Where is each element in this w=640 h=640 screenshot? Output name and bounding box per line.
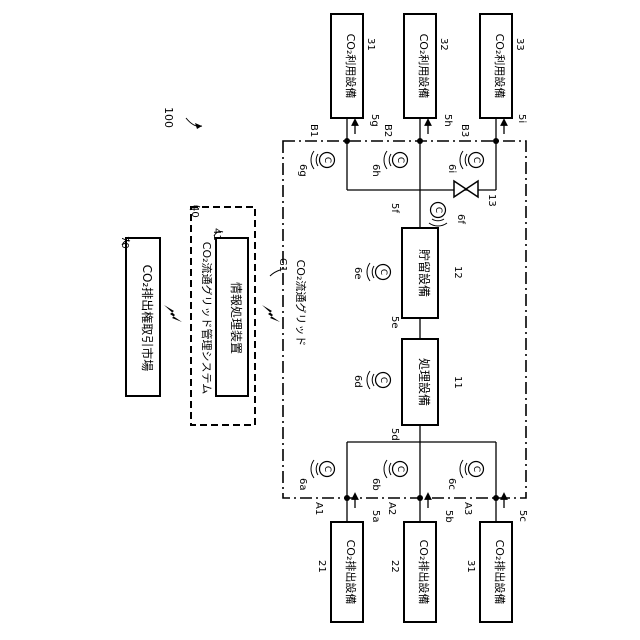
valve-ref: 13 — [486, 194, 497, 207]
sensor-6a: C 6a — [297, 460, 335, 491]
emitter-point: A1 — [313, 502, 324, 515]
user-pipe: 5i — [516, 114, 527, 123]
user-point: B3 — [459, 124, 470, 137]
user-ref: 32 — [438, 38, 449, 51]
processing-ref: 11 — [452, 376, 463, 389]
pipe-5d-label: 5d — [389, 428, 400, 441]
sensor-ref: 6i — [446, 164, 457, 173]
management-system-label: CO₂流通グリッド管理システム — [200, 242, 214, 394]
sensor-ref: 6a — [297, 478, 308, 491]
storage-label: 貯留設備 — [417, 249, 432, 297]
sensor-ref: 6d — [352, 375, 363, 388]
sensor-ref: 6g — [297, 164, 308, 177]
user-ref: 33 — [514, 38, 525, 51]
storage-ref: 12 — [452, 266, 463, 279]
sensor-6e: C 6e — [352, 263, 391, 281]
user-point: B1 — [308, 124, 319, 137]
sensor-symbol: C — [471, 157, 481, 163]
emitter-label: CO₂排出設備 — [417, 540, 431, 605]
user-pipe: 5h — [442, 114, 453, 127]
management-system-ref: 40 — [189, 205, 200, 218]
sensor-ref: 6h — [370, 164, 381, 177]
emitter-ref: 22 — [389, 560, 400, 573]
grid-label: CO₂流通グリッド — [294, 260, 308, 347]
sensor-6b: C 6b — [370, 460, 408, 491]
figure-number-arrowhead — [195, 123, 202, 129]
market-label: CO₂排出権取引市場 — [140, 265, 155, 372]
emitter-point: A3 — [462, 502, 473, 515]
user-32: CO₂利用設備 32 B2 5h — [382, 14, 453, 144]
sensor-symbol: C — [395, 157, 405, 163]
sensor-ref: 6b — [370, 478, 381, 491]
sensor-6d: C 6d — [352, 371, 391, 389]
sensor-6g: C 6g — [297, 151, 335, 177]
user-31: CO₂利用設備 31 B1 5g — [308, 14, 380, 144]
market-link-bolt — [164, 305, 182, 322]
market-ref: 70 — [119, 236, 130, 249]
sensor-symbol: C — [378, 377, 388, 383]
sensor-symbol: C — [471, 466, 481, 472]
sensor-symbol: C — [378, 269, 388, 275]
sensor-symbol: C — [395, 466, 405, 472]
user-point: B2 — [382, 124, 393, 137]
sensor-ref: 6e — [352, 267, 363, 280]
sensor-6i: C 6i — [446, 151, 484, 173]
sensor-symbol: C — [322, 157, 332, 163]
sensor-symbol: C — [322, 466, 332, 472]
user-label: CO₂利用設備 — [417, 34, 431, 99]
processing-label: 処理設備 — [417, 358, 432, 406]
emitter-label: CO₂排出設備 — [344, 540, 358, 605]
figure-number: 100 — [162, 107, 175, 128]
user-pipe: 5g — [369, 114, 380, 127]
sensor-ref: 6f — [455, 214, 466, 224]
sensor-6h: C 6h — [370, 151, 408, 177]
emitter-point: A2 — [386, 502, 397, 515]
user-33: CO₂利用設備 33 B3 5i — [459, 14, 527, 144]
emitter-pipe: 5c — [517, 510, 528, 522]
info-device-ref: 41 — [211, 228, 222, 241]
grid-link-bolt — [262, 305, 280, 322]
sensor-symbol: C — [433, 207, 443, 213]
user-label: CO₂利用設備 — [493, 34, 507, 99]
info-device-label: 情報処理装置 — [229, 282, 243, 354]
valve-icon — [454, 181, 478, 197]
sensor-6f: C 6f — [429, 203, 466, 227]
user-label: CO₂利用設備 — [344, 34, 358, 99]
sensor-ref: 6c — [446, 478, 457, 490]
emitter-label: CO₂排出設備 — [493, 540, 507, 605]
emitter-31: CO₂排出設備 31 A3 5c — [462, 495, 528, 622]
grid-ref: G1 — [277, 258, 288, 272]
emitter-ref: 31 — [465, 560, 476, 573]
pipe-5e-label: 5e — [389, 316, 400, 329]
user-ref: 31 — [365, 38, 376, 51]
emitter-pipe: 5a — [370, 510, 381, 523]
emitter-ref: 21 — [316, 560, 327, 573]
emitter-pipe: 5b — [443, 510, 454, 523]
sensor-6c: C 6c — [446, 460, 484, 490]
pipe-5f-label: 5f — [389, 203, 400, 213]
